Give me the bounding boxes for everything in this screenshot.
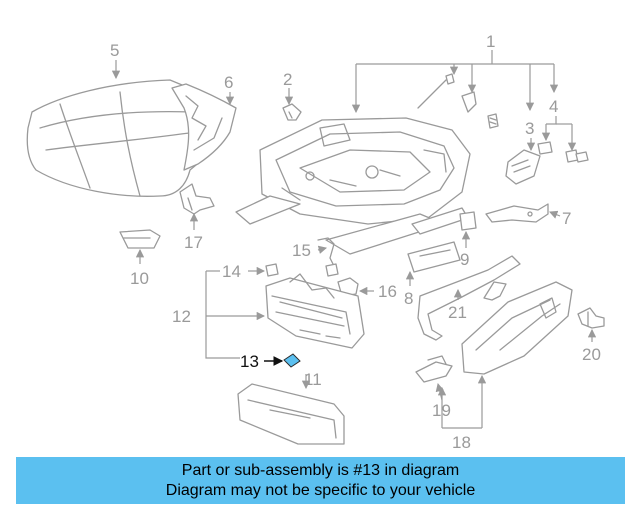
callout-1: 1 [486,32,495,51]
part-6-cushion-cover[interactable] [171,83,237,171]
part-15-harness[interactable] [317,237,339,277]
callout-10: 10 [130,269,149,288]
part-21-tube-frame[interactable] [417,255,521,341]
part-13-highlighted[interactable] [283,353,301,368]
part-11-drawer[interactable] [237,383,345,445]
callout-16: 16 [378,282,397,301]
callout-8: 8 [404,289,413,308]
callout-5: 5 [110,41,119,60]
callout-4: 4 [549,97,558,116]
callout-6: 6 [224,73,233,92]
part-14-screw[interactable] [265,263,279,277]
leader-lines [111,50,597,429]
callout-13: 13 [240,352,259,371]
callout-9: 9 [460,250,469,269]
callout-21: 21 [448,303,467,322]
callout-18: 18 [452,433,471,452]
part-7-bracket[interactable] [485,203,549,223]
callout-2: 2 [283,70,292,89]
part-4-bolt[interactable] [537,141,589,163]
part-20-clip[interactable] [577,307,605,329]
callout-11: 11 [304,370,322,389]
info-banner: Part or sub-assembly is #13 in diagram D… [16,457,625,504]
part-12-tray-assembly[interactable] [265,273,365,349]
callout-19: 19 [432,401,451,420]
callout-7: 7 [562,209,571,228]
callout-3: 3 [525,119,534,138]
callout-15: 15 [292,241,311,260]
part-1-seat-frame[interactable] [235,73,499,255]
part-8-side-trim[interactable] [407,241,461,273]
seat-parts-diagram: 5 6 2 1 3 4 7 17 10 15 14 16 9 8 21 12 1… [26,32,605,452]
callout-14: 14 [222,262,241,281]
banner-line-1: Part or sub-assembly is #13 in diagram [181,461,460,479]
callout-17: 17 [184,233,203,252]
part-9-cover[interactable] [459,211,477,231]
banner-line-2: Diagram may not be specific to your vehi… [165,481,476,499]
part-17-bracket[interactable] [179,183,215,215]
part-3-bushing[interactable] [505,149,541,185]
callout-20: 20 [582,345,601,364]
part-2-clip[interactable] [282,103,302,121]
part-10-cover[interactable] [119,229,161,249]
callout-labels: 5 6 2 1 3 4 7 17 10 15 14 16 9 8 21 12 1… [110,32,601,452]
callout-12: 12 [172,307,191,326]
part-19-knob[interactable] [415,355,453,383]
part-5-seat-cushion[interactable] [26,79,230,197]
part-18-side-shield[interactable] [461,281,573,375]
